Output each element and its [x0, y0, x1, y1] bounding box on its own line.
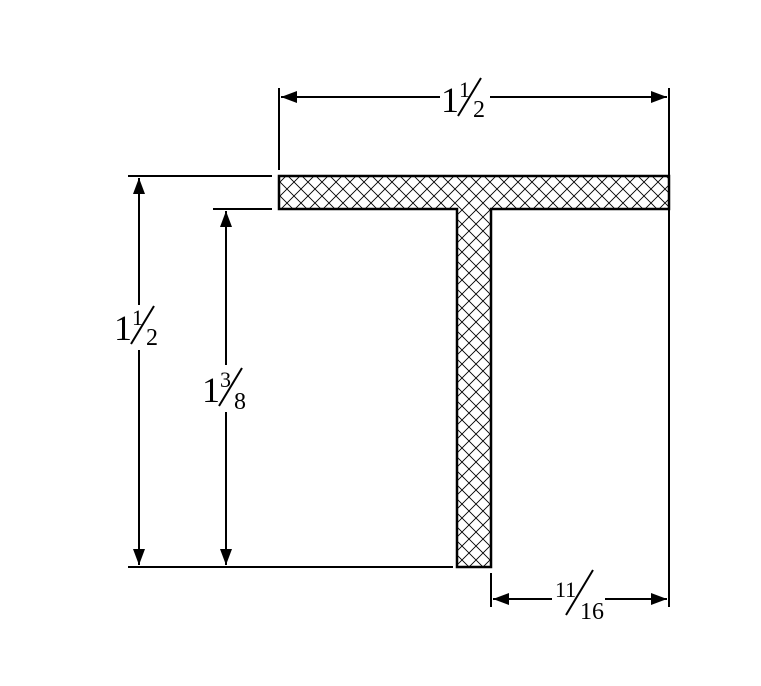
- overall-height-whole: 1: [114, 308, 132, 348]
- web-height-dimension: 1 3 8: [202, 208, 272, 565]
- top-width-numerator: 1: [459, 77, 470, 102]
- web-height-numerator: 3: [220, 367, 231, 392]
- overall-height-numerator: 1: [132, 305, 143, 330]
- web-height-denominator: 8: [234, 389, 246, 415]
- overall-height-denominator: 2: [146, 325, 158, 351]
- offset-numerator: 11: [555, 577, 576, 602]
- t-profile: [277, 174, 671, 569]
- top-width-denominator: 2: [473, 97, 485, 123]
- overall-height-dimension: 1 1 2: [114, 175, 453, 568]
- top-width-whole: 1: [441, 80, 459, 120]
- offset-denominator: 16: [580, 599, 604, 625]
- offset-dimension: 11 16: [490, 569, 667, 625]
- top-width-dimension: 1 1 2: [278, 77, 670, 607]
- web-height-whole: 1: [202, 370, 220, 410]
